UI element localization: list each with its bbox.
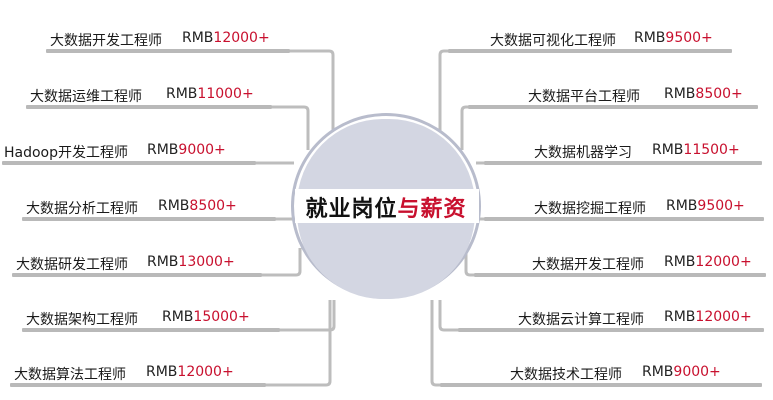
connector-line	[464, 248, 474, 277]
salary: RMB9000+	[147, 142, 226, 158]
salary: RMB15000+	[162, 309, 250, 325]
right-item: 大数据技术工程师 RMB9000+	[440, 362, 772, 392]
item-underline	[12, 273, 262, 277]
job-title: 大数据开发工程师	[50, 33, 162, 49]
item-underline	[2, 161, 256, 165]
job-title: 大数据机器学习	[534, 145, 632, 161]
salary: RMB9500+	[666, 198, 745, 214]
hub-title: 就业岗位与薪资	[291, 191, 481, 223]
left-item: Hadoop开发工程师 RMB9000+	[2, 140, 302, 170]
job-title: 大数据研发工程师	[16, 257, 128, 273]
job-title: 大数据架构工程师	[26, 312, 138, 328]
salary: RMB12000+	[664, 254, 752, 270]
right-item: 大数据可视化工程师 RMB9500+	[448, 28, 748, 58]
item-underline	[22, 217, 276, 221]
salary: RMB11000+	[166, 86, 254, 102]
right-item: 大数据云计算工程师 RMB12000+	[458, 307, 772, 337]
salary: RMB9500+	[634, 30, 713, 46]
salary: RMB8500+	[158, 198, 237, 214]
job-title: 大数据开发工程师	[532, 257, 644, 273]
central-hub: 就业岗位与薪资	[291, 113, 483, 299]
connector-line	[438, 300, 458, 332]
job-title: 大数据云计算工程师	[518, 312, 644, 328]
right-item: 大数据挖掘工程师 RMB9500+	[484, 196, 772, 226]
connector-line	[290, 49, 335, 140]
job-title: 大数据可视化工程师	[490, 33, 616, 49]
item-underline	[26, 105, 272, 109]
left-item: 大数据研发工程师 RMB13000+	[12, 252, 302, 282]
job-title: Hadoop开发工程师	[4, 145, 129, 161]
right-item: 大数据开发工程师 RMB12000+	[474, 252, 772, 282]
left-item: 大数据运维工程师 RMB11000+	[26, 84, 316, 114]
salary: RMB8500+	[664, 86, 743, 102]
item-underline	[440, 383, 762, 387]
connector-line	[262, 248, 302, 277]
left-item: 大数据架构工程师 RMB15000+	[22, 307, 312, 337]
job-title: 大数据算法工程师	[14, 367, 126, 383]
job-title: 大数据运维工程师	[30, 89, 142, 105]
connector-line	[266, 300, 332, 387]
left-item: 大数据算法工程师 RMB12000+	[10, 362, 300, 392]
hub-title-main: 就业岗位	[305, 197, 398, 222]
item-underline	[484, 217, 764, 221]
job-title: 大数据挖掘工程师	[534, 201, 646, 217]
connector-line	[272, 105, 310, 150]
salary: RMB12000+	[146, 364, 234, 380]
connector-line	[430, 300, 440, 387]
job-title: 大数据分析工程师	[26, 201, 138, 217]
item-underline	[10, 383, 266, 387]
item-underline	[484, 161, 762, 165]
connector-line	[460, 105, 468, 150]
item-underline	[46, 49, 290, 53]
connector-line	[438, 49, 448, 140]
salary: RMB12000+	[664, 309, 752, 325]
job-title: 大数据技术工程师	[510, 367, 622, 383]
item-underline	[458, 328, 764, 332]
right-item: 大数据平台工程师 RMB8500+	[468, 84, 768, 114]
salary: RMB11500+	[652, 142, 740, 158]
hub-label-band	[295, 189, 479, 223]
salary: RMB13000+	[147, 254, 235, 270]
job-title: 大数据平台工程师	[528, 89, 640, 105]
item-underline	[468, 105, 758, 109]
hub-bottom-fill	[297, 213, 475, 299]
item-underline	[22, 328, 280, 332]
salary: RMB12000+	[182, 30, 270, 46]
salary: RMB9000+	[642, 364, 721, 380]
item-underline	[448, 49, 732, 53]
hub-title-accent: 与薪资	[397, 197, 467, 222]
left-item: 大数据开发工程师 RMB12000+	[46, 28, 336, 58]
right-item: 大数据机器学习 RMB11500+	[484, 140, 772, 170]
left-item: 大数据分析工程师 RMB8500+	[22, 196, 312, 226]
item-underline	[474, 273, 766, 277]
